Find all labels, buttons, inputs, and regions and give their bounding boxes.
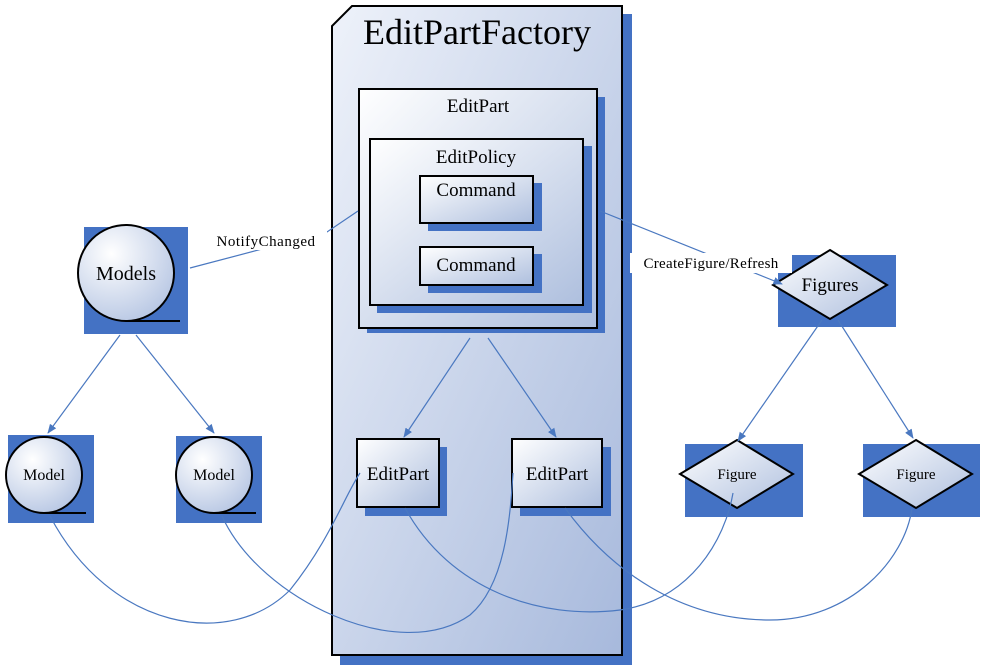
command-rect xyxy=(419,175,534,224)
models-to-model-arrow xyxy=(135,334,215,434)
figure-node: Figure xyxy=(857,438,980,517)
notify-changed-label: NotifyChanged xyxy=(217,234,316,250)
editpart-container-title: EditPart xyxy=(447,96,510,117)
model-editpart-figure-curve xyxy=(404,492,734,613)
editpart-child-label: EditPart xyxy=(367,464,430,485)
notify-changed-label-group: NotifyChanged xyxy=(205,230,327,250)
editpart-child: EditPart xyxy=(356,438,447,516)
model-editpart-figure-curve xyxy=(564,507,913,621)
create-figure-label: CreateFigure/Refresh xyxy=(643,256,778,272)
figures-node: Figures xyxy=(771,248,896,327)
models-to-model-arrow xyxy=(47,334,121,434)
model-label: Model xyxy=(193,467,235,484)
editpolicy-box: EditPolicy Command Command xyxy=(369,138,592,313)
model-node: Model xyxy=(175,436,262,523)
editpart-to-child-arrow xyxy=(403,337,471,438)
create-figure-label-group: CreateFigure/Refresh xyxy=(630,253,792,273)
figure-diamond xyxy=(857,438,974,510)
editpart-to-child-arrow xyxy=(487,337,557,438)
command-label: Command xyxy=(436,180,516,201)
editpart-child: EditPart xyxy=(511,438,611,516)
editpart-child-label: EditPart xyxy=(526,464,589,485)
figure-label: Figure xyxy=(717,467,757,483)
editpart-child-rect xyxy=(356,438,440,508)
model-label: Model xyxy=(23,467,65,484)
factory-title: EditPartFactory xyxy=(363,12,591,52)
figures-to-figure-arrow xyxy=(737,319,823,442)
figures-label: Figures xyxy=(802,275,859,296)
editpolicy-title: EditPolicy xyxy=(436,147,517,168)
figures-diamond xyxy=(771,248,889,321)
figures-to-figure-arrow xyxy=(837,319,914,439)
model-editpart-figure-curve xyxy=(49,472,361,624)
figure-label: Figure xyxy=(896,467,936,483)
command-box: Command xyxy=(419,175,542,231)
connectors xyxy=(47,210,914,633)
model-node: Model xyxy=(5,435,94,523)
figure-node: Figure xyxy=(678,438,803,517)
models-node: Models xyxy=(77,224,188,334)
command-label: Command xyxy=(436,255,516,276)
figure-diamond xyxy=(678,438,795,510)
command-box: Command xyxy=(419,246,542,293)
models-label: Models xyxy=(96,263,156,285)
model-editpart-figure-curve xyxy=(221,472,514,633)
editpart-container: EditPart EditPolicy Command Command xyxy=(358,88,605,333)
command-rect xyxy=(419,246,534,286)
editpart-child-rect xyxy=(511,438,603,508)
